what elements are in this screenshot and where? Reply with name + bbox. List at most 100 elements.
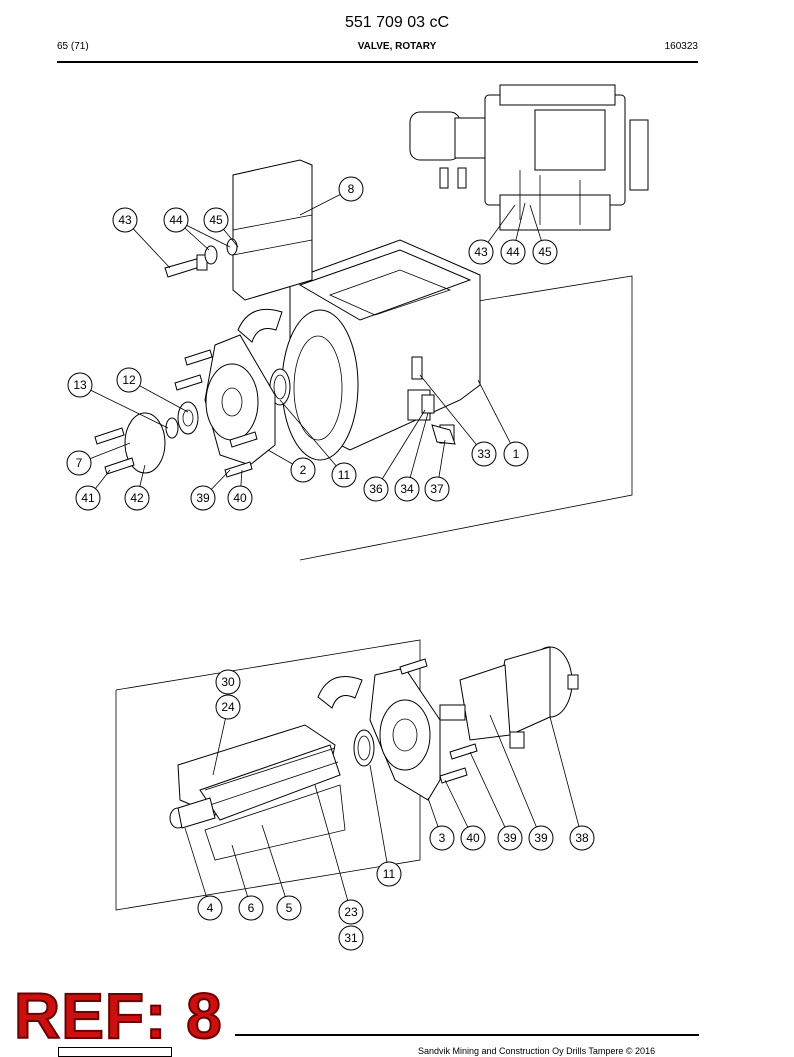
callout-label: 6 [248, 901, 255, 915]
callout-label: 39 [196, 491, 210, 505]
document-number: 551 709 03 cC [344, 14, 450, 31]
callout-label: 44 [506, 245, 520, 259]
page-number: 65 (71) [57, 41, 89, 52]
overview-assembly-illustration [409, 84, 649, 231]
bracket-part-8 [232, 159, 313, 301]
callout-39-c: 39 [528, 825, 554, 851]
callout-36: 36 [363, 476, 389, 502]
bolt-41b [104, 457, 135, 475]
callout-30: 30 [215, 669, 241, 695]
cover-part-7 [124, 412, 166, 474]
callout-label: 8 [348, 182, 355, 196]
callout-label: 2 [300, 463, 307, 477]
callout-38: 38 [569, 825, 595, 851]
callout-45-b: 45 [532, 239, 558, 265]
callout-33: 33 [471, 441, 497, 467]
callout-13: 13 [67, 372, 93, 398]
seal-half-lower [317, 676, 363, 709]
callout-label: 31 [344, 931, 358, 945]
fitting-37 [431, 424, 456, 445]
callout-label: 41 [81, 491, 95, 505]
end-plate-part-3 [369, 667, 441, 801]
callout-45-a: 45 [203, 207, 229, 233]
callout-label: 43 [474, 245, 488, 259]
callout-label: 11 [383, 867, 396, 881]
callout-5: 5 [276, 895, 302, 921]
callout-40-a: 40 [227, 485, 253, 511]
callout-24: 24 [215, 694, 241, 720]
ref-stamp: REF: 8 [13, 980, 223, 1052]
callout-label: 39 [503, 831, 517, 845]
callout-2: 2 [290, 457, 316, 483]
callout-label: 37 [430, 482, 444, 496]
callout-label: 3 [439, 831, 446, 845]
callout-label: 45 [209, 213, 223, 227]
callout-4: 4 [197, 895, 223, 921]
callout-11-b: 11 [376, 861, 402, 887]
callout-label: 34 [400, 482, 414, 496]
callout-label: 7 [76, 456, 83, 470]
callout-label: 36 [369, 482, 383, 496]
document-date: 160323 [664, 41, 698, 52]
callout-23: 23 [338, 899, 364, 925]
callout-39-a: 39 [190, 485, 216, 511]
bolt-motor-1 [399, 658, 428, 675]
callout-3: 3 [429, 825, 455, 851]
callout-label: 13 [73, 378, 87, 392]
callout-40-b: 40 [460, 825, 486, 851]
callout-12: 12 [116, 367, 142, 393]
bolt-41 [94, 427, 125, 445]
callout-34: 34 [394, 476, 420, 502]
callout-43-a: 43 [112, 207, 138, 233]
callout-label: 44 [169, 213, 183, 227]
retaining-ring-13 [165, 417, 179, 439]
hydraulic-motor-38 [439, 646, 579, 749]
callout-label: 40 [466, 831, 480, 845]
logo-box [58, 1047, 172, 1057]
rotor-assembly [169, 724, 346, 861]
callout-label: 33 [477, 447, 491, 461]
seal-half-upper [237, 308, 283, 343]
callout-label: 11 [338, 468, 351, 482]
bolts-39-40 [174, 349, 258, 478]
fitting-33 [411, 356, 423, 380]
callout-6: 6 [238, 895, 264, 921]
callout-44-b: 44 [500, 239, 526, 265]
lower-section-frame [115, 639, 421, 911]
callout-label: 30 [221, 675, 235, 689]
leader-lines [78, 188, 583, 913]
header-rule [57, 61, 698, 63]
callout-label: 43 [118, 213, 132, 227]
callout-label: 38 [575, 831, 589, 845]
callout-39-b: 39 [497, 825, 523, 851]
footer-rule [235, 1034, 699, 1036]
callout-44-a: 44 [163, 207, 189, 233]
callout-8: 8 [338, 176, 364, 202]
callout-43-b: 43 [468, 239, 494, 265]
callout-label: 45 [538, 245, 552, 259]
callout-37: 37 [424, 476, 450, 502]
bolt-39b [439, 767, 468, 784]
seal-ring-11-lower [353, 729, 375, 767]
bolt-39 [449, 743, 478, 760]
callout-7: 7 [66, 450, 92, 476]
page-title: VALVE, ROTARY [357, 41, 437, 52]
callout-11-a: 11 [331, 462, 357, 488]
callout-label: 4 [207, 901, 214, 915]
callout-label: 39 [534, 831, 548, 845]
callout-label: 5 [286, 901, 293, 915]
callout-31: 31 [338, 925, 364, 951]
callout-41: 41 [75, 485, 101, 511]
callout-label: 24 [221, 700, 235, 714]
fitting-34 [421, 394, 435, 414]
flange-part-2 [204, 334, 276, 466]
callout-1: 1 [503, 441, 529, 467]
callout-label: 42 [130, 491, 144, 505]
callout-label: 40 [233, 491, 247, 505]
callout-label: 1 [513, 447, 520, 461]
callout-label: 12 [122, 373, 136, 387]
callout-label: 23 [344, 905, 358, 919]
footer-copyright: Sandvik Mining and Construction Oy Drill… [418, 1046, 656, 1056]
callout-42: 42 [124, 485, 150, 511]
